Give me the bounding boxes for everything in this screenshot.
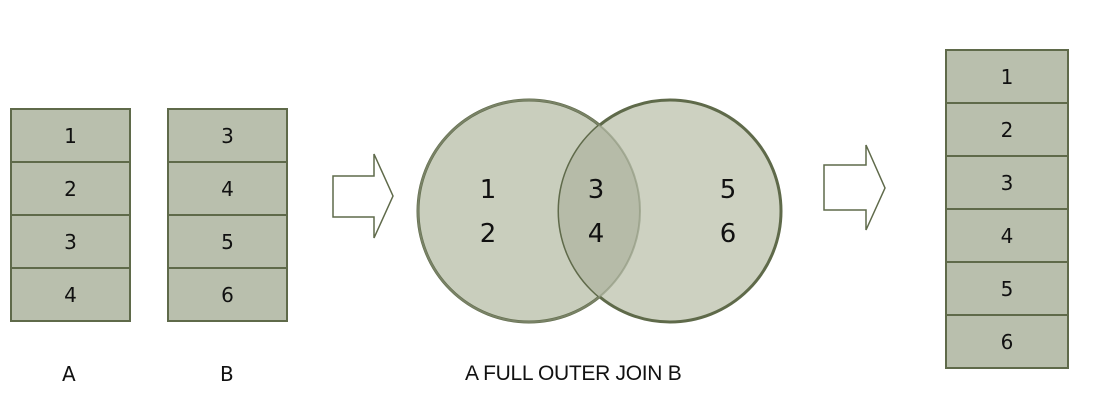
table-b-label: B <box>220 362 234 386</box>
intersection-value: 4 <box>588 219 605 249</box>
right-only-value: 5 <box>720 175 737 205</box>
result-cell: 6 <box>945 314 1069 369</box>
table-b-cell: 3 <box>167 108 288 163</box>
result-cell: 2 <box>945 102 1069 157</box>
result-cell: 4 <box>945 208 1069 263</box>
circle-a-outline <box>417 99 641 323</box>
arrow-right-icon <box>332 153 394 239</box>
table-b-cell: 4 <box>167 161 288 216</box>
table-b: 3 4 5 6 <box>167 108 288 322</box>
table-b-cell: 5 <box>167 214 288 269</box>
circle-overlap <box>559 100 640 322</box>
left-only-value: 1 <box>480 175 497 205</box>
result-table: 1 2 3 4 5 6 <box>945 49 1069 369</box>
left-only-value: 2 <box>480 219 497 249</box>
right-only-value: 6 <box>720 219 737 249</box>
table-a-cell: 1 <box>10 108 131 163</box>
venn-caption: A FULL OUTER JOIN B <box>465 362 682 385</box>
table-a-cell: 4 <box>10 267 131 322</box>
table-a: 1 2 3 4 <box>10 108 131 322</box>
table-a-label: A <box>62 362 76 386</box>
intersection-value: 3 <box>588 175 605 205</box>
table-a-cell: 3 <box>10 214 131 269</box>
result-cell: 1 <box>945 49 1069 104</box>
arrow-right-icon <box>823 144 886 231</box>
result-cell: 3 <box>945 155 1069 210</box>
result-cell: 5 <box>945 261 1069 316</box>
table-b-cell: 6 <box>167 267 288 322</box>
